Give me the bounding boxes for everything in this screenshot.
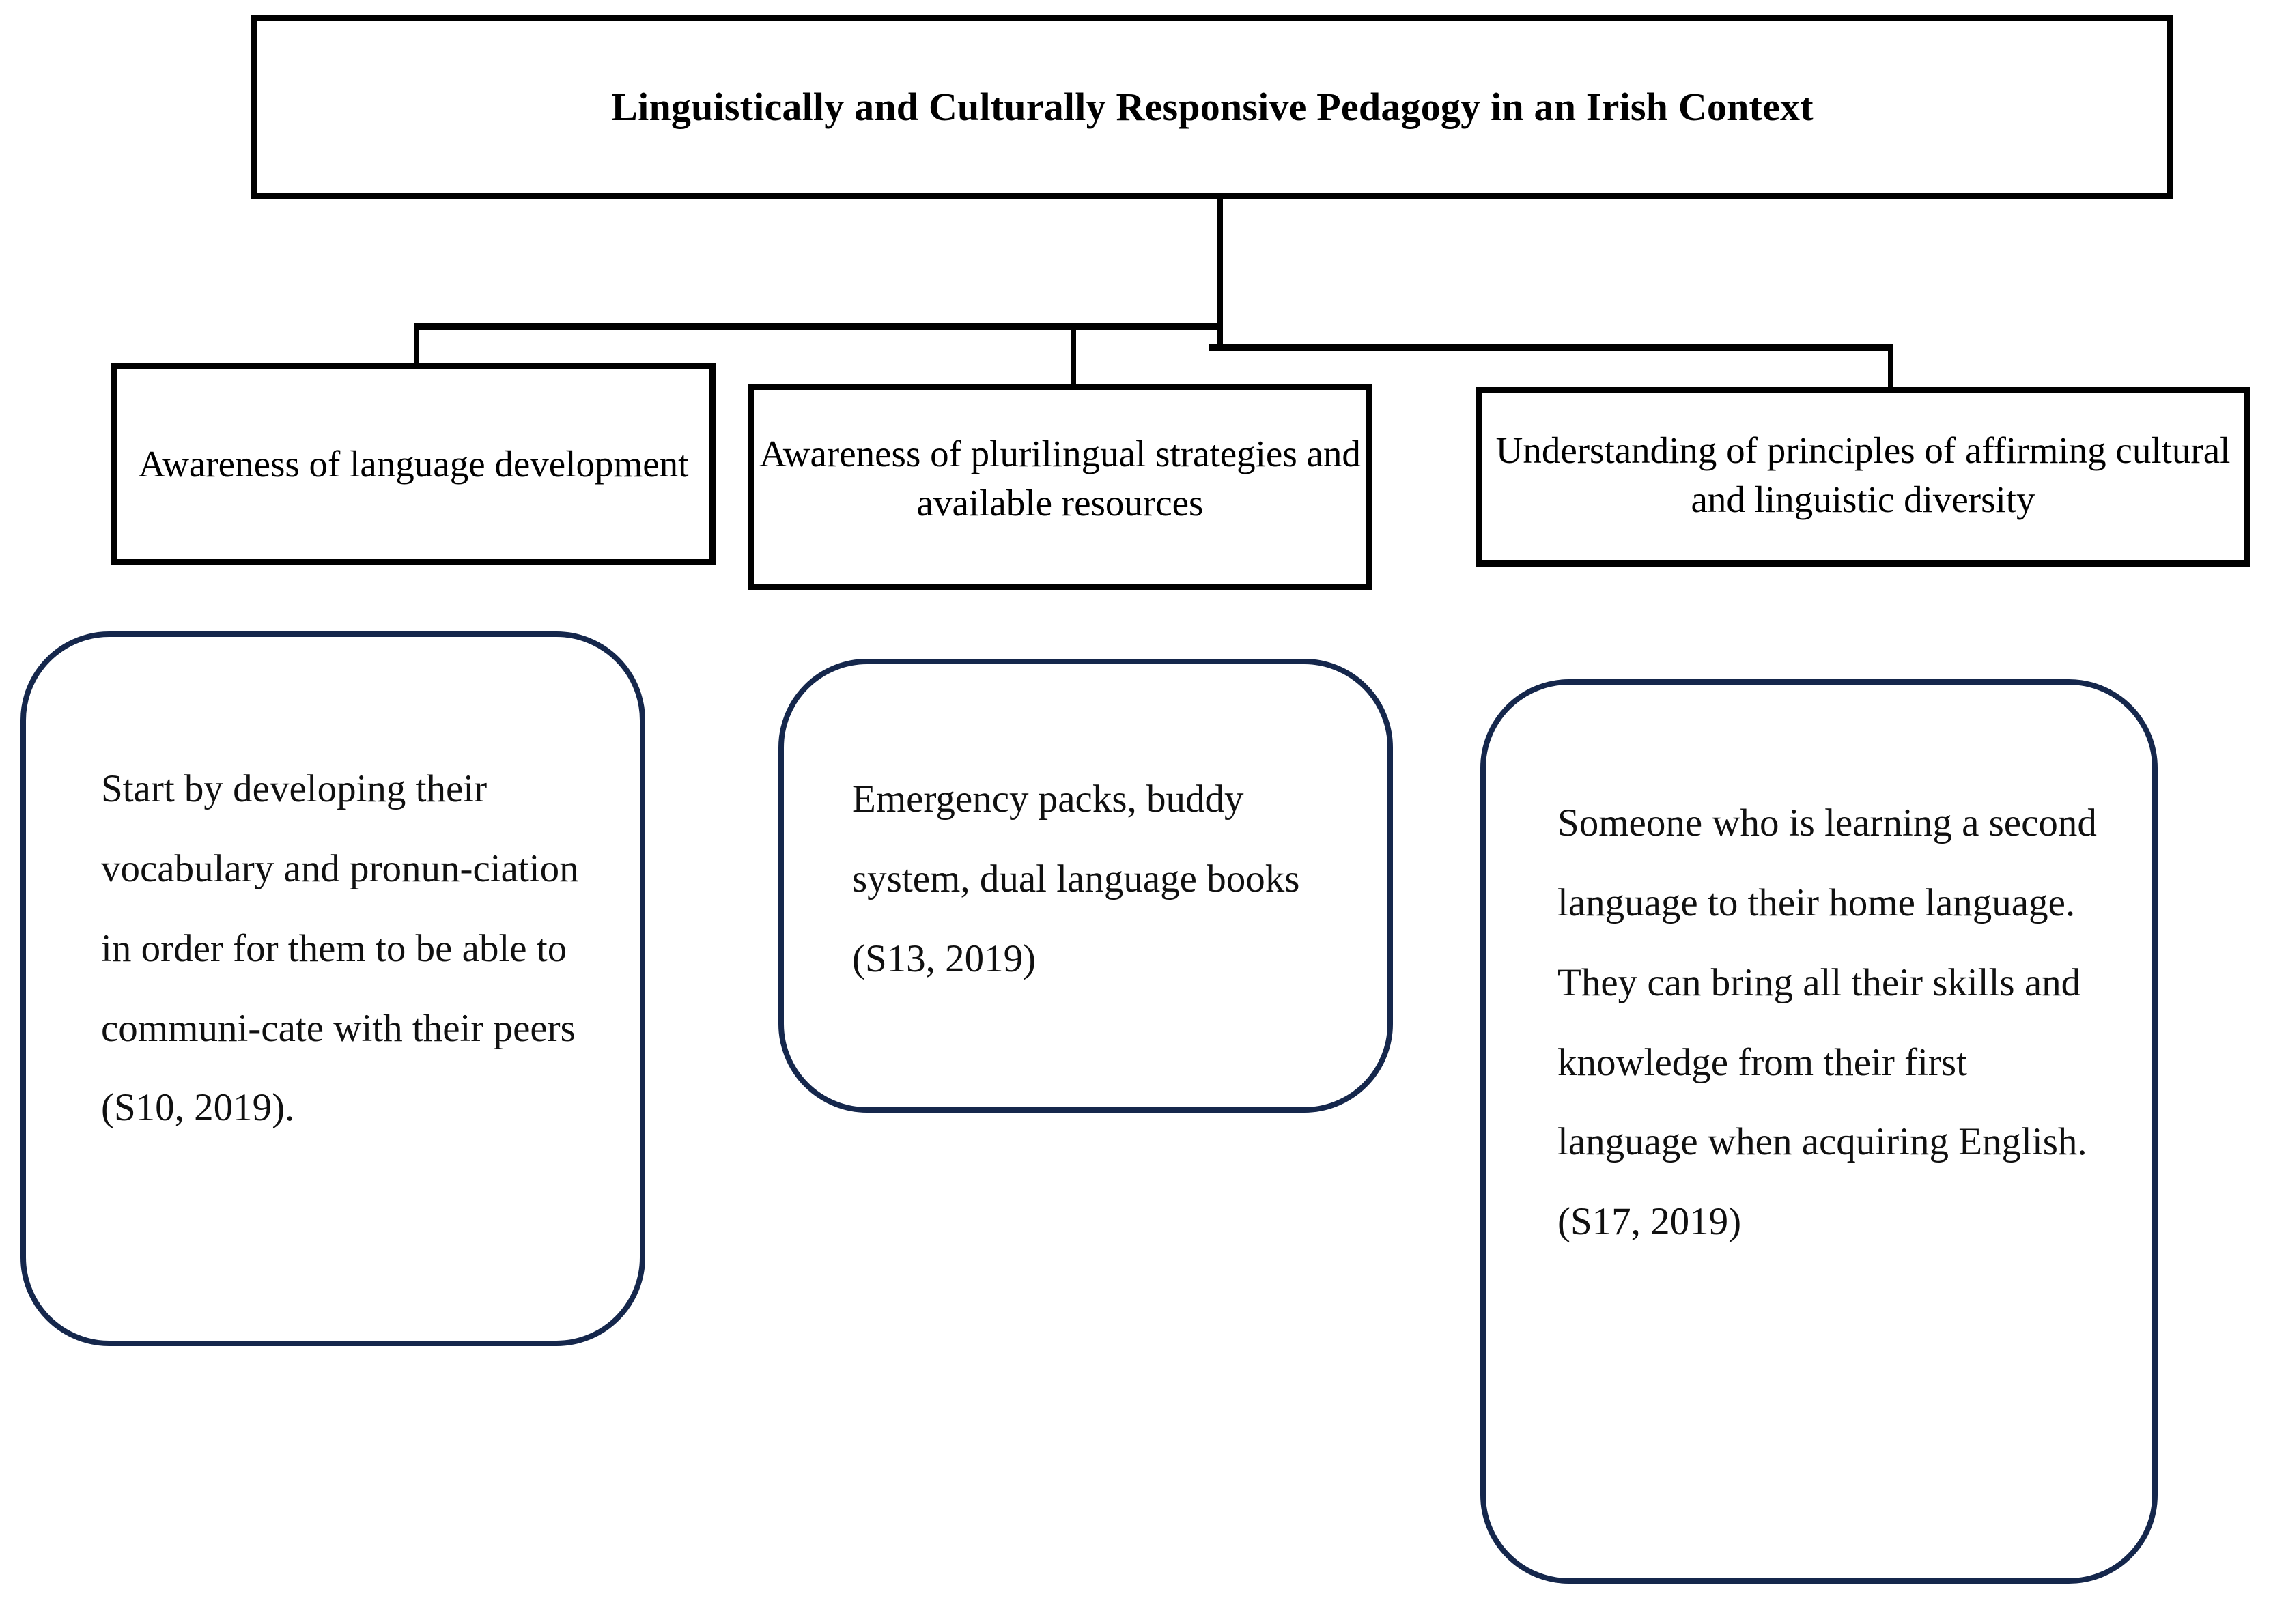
- title-box: Linguistically and Culturally Responsive…: [251, 15, 2173, 199]
- category-box-affirming-diversity: Understanding of principles of affirming…: [1476, 387, 2250, 567]
- category-box-language-development: Awareness of language development: [111, 363, 716, 565]
- quote-box-s13: Emergency packs, buddy system, dual lang…: [778, 659, 1393, 1113]
- quote-box-s17: Someone who is learning a second languag…: [1480, 679, 2158, 1584]
- quote-text-s13: Emergency packs, buddy system, dual lang…: [852, 778, 1300, 980]
- quote-text-s17: Someone who is learning a second languag…: [1557, 801, 2097, 1244]
- title-text: Linguistically and Culturally Responsive…: [611, 84, 1814, 129]
- category-box-plurilingual-strategies: Awareness of plurilingual strategies and…: [748, 384, 1372, 590]
- connector-trunk-vertical-lower: [1217, 323, 1223, 350]
- connector-drop-box-1: [414, 323, 419, 365]
- quote-box-s10: Start by developing their vocabulary and…: [20, 631, 645, 1346]
- connector-drop-box-2: [1071, 323, 1076, 386]
- connector-trunk-vertical: [1217, 199, 1223, 329]
- quote-text-s10: Start by developing their vocabulary and…: [101, 767, 579, 1130]
- connector-branch-bar-lower: [1209, 344, 1893, 351]
- category-label-1: Awareness of language development: [138, 443, 689, 485]
- connector-branch-bar-upper: [414, 323, 1223, 330]
- connector-drop-box-3: [1888, 344, 1893, 389]
- category-label-3: Understanding of principles of affirming…: [1495, 429, 2231, 520]
- category-label-2: Awareness of plurilingual strategies and…: [759, 433, 1361, 524]
